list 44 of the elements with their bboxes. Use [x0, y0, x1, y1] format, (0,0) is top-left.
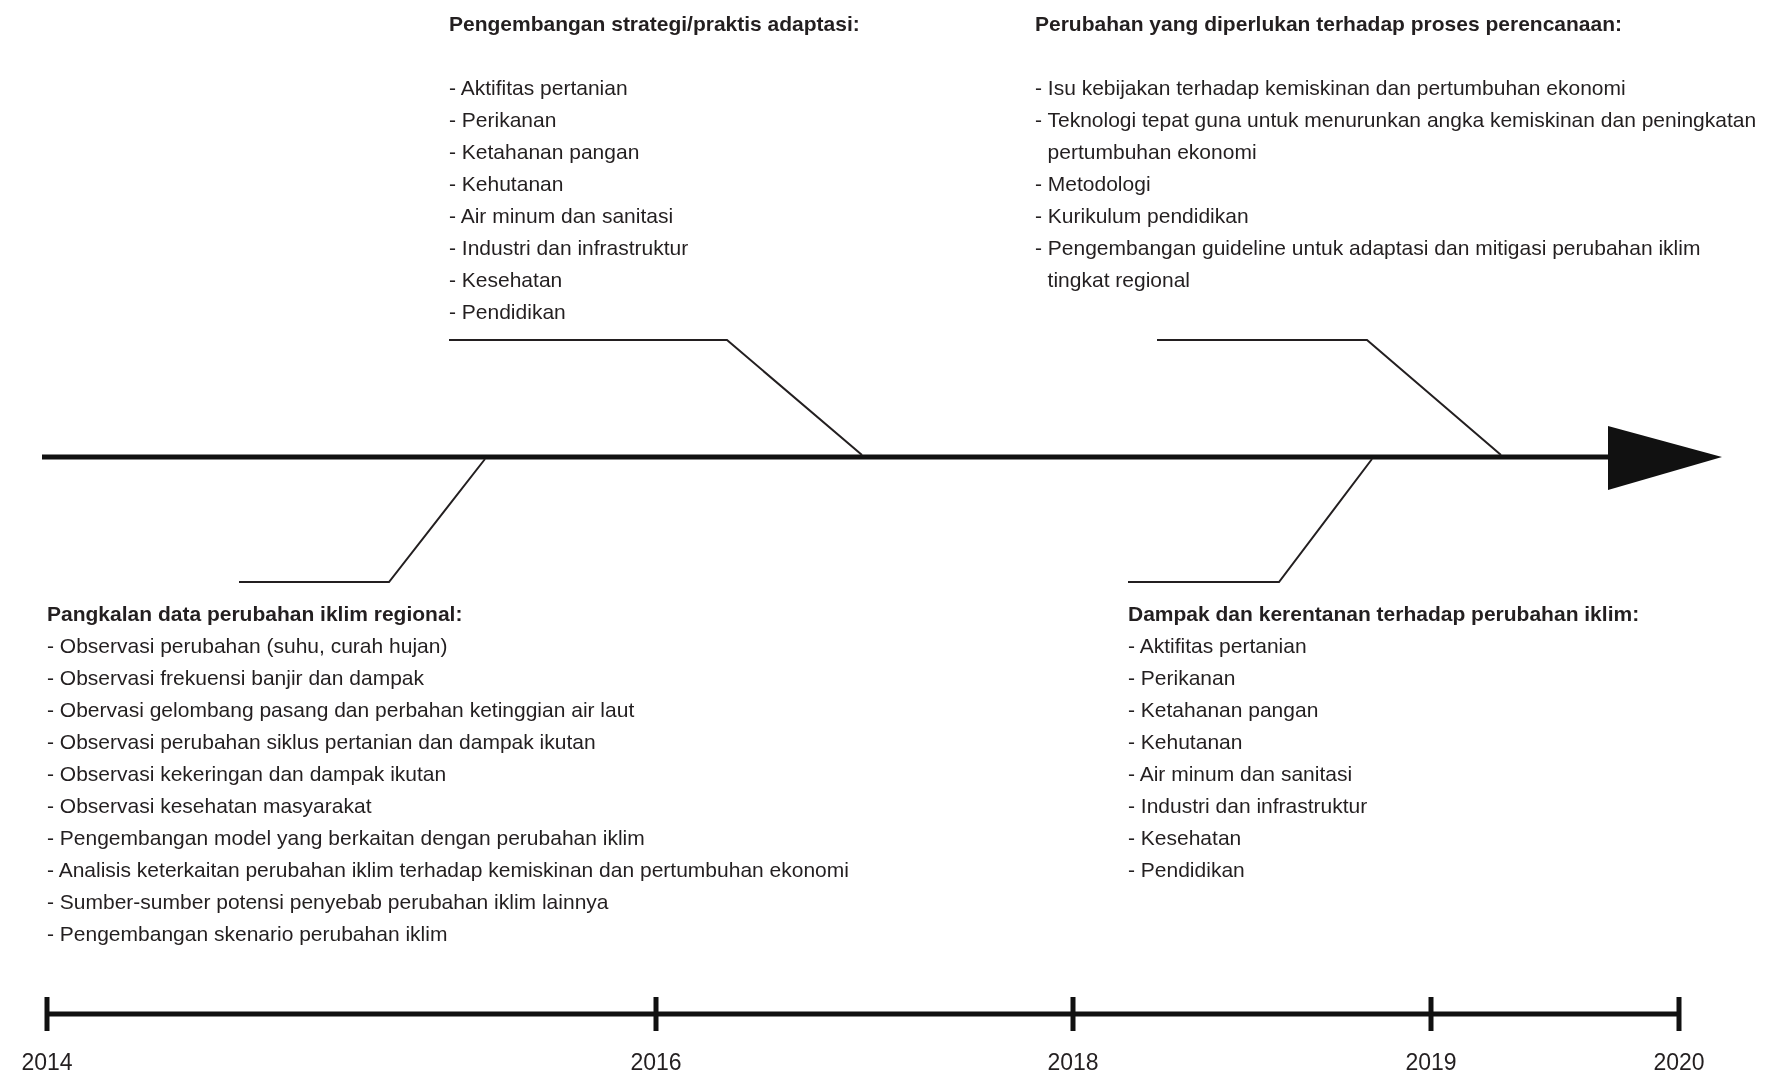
list-item: - Teknologi tepat guna untuk menurunkan angka kemiskinan dan peningkatan pertumbuhan ekonomi — [1035, 107, 1758, 165]
list-item: - Pengembangan model yang berkaitan dengan perubahan iklim — [47, 825, 646, 851]
list-item: - Observasi perubahan (suhu, curah hujan) — [47, 633, 449, 659]
leader-line — [448, 339, 863, 456]
list-item: - Air minum dan sanitasi — [1128, 761, 1354, 787]
list-item: - Pengembangan skenario perubahan iklim — [47, 921, 449, 947]
list-item: - Observasi kekeringan dan dampak ikutan — [47, 761, 448, 787]
list-item: - Aktifitas pertanian — [1128, 633, 1308, 659]
section-heading: Dampak dan kerentanan terhadap perubahan iklim: — [1128, 601, 1640, 627]
list-item: - Air minum dan sanitasi — [449, 203, 675, 229]
list-item: - Pendidikan — [449, 299, 567, 325]
section-heading: Pangkalan data perubahan iklim regional: — [47, 601, 463, 627]
list-item: - Perikanan — [449, 107, 558, 133]
list-item: - Observasi kesehatan masyarakat — [47, 793, 373, 819]
list-item: - Obervasi gelombang pasang dan perbahan ketinggian air laut — [47, 697, 636, 723]
year-label: 2020 — [1653, 1048, 1705, 1076]
list-item: - Pengembangan guideline untuk adaptasi dan mitigasi perubahan iklim tingkat regional — [1035, 235, 1702, 293]
year-label: 2018 — [1047, 1048, 1099, 1076]
leader-line — [1156, 339, 1502, 456]
list-item: - Observasi perubahan siklus pertanian dan dampak ikutan — [47, 729, 597, 755]
list-item: - Kurikulum pendidikan — [1035, 203, 1250, 229]
list-item: - Sumber-sumber potensi penyebab perubahan iklim lainnya — [47, 889, 610, 915]
list-item: - Pendidikan — [1128, 857, 1246, 883]
list-item: - Industri dan infrastruktur — [1128, 793, 1369, 819]
year-label: 2014 — [21, 1048, 73, 1076]
leader-line — [1127, 458, 1373, 583]
year-label: 2016 — [630, 1048, 682, 1076]
list-item: - Kehutanan — [1128, 729, 1244, 755]
list-item: - Ketahanan pangan — [1128, 697, 1320, 723]
section-heading: Pengembangan strategi/praktis adaptasi: — [449, 11, 860, 37]
leader-line — [238, 458, 486, 583]
list-item: - Kesehatan — [1128, 825, 1243, 851]
year-label: 2019 — [1405, 1048, 1457, 1076]
section-heading: Perubahan yang diperlukan terhadap proses perencanaan: — [1035, 11, 1622, 37]
list-item: - Metodologi — [1035, 171, 1152, 197]
list-item: - Industri dan infrastruktur — [449, 235, 690, 261]
list-item: - Isu kebijakan terhadap kemiskinan dan pertumbuhan ekonomi — [1035, 75, 1627, 101]
list-item: - Kesehatan — [449, 267, 564, 293]
list-item: - Perikanan — [1128, 665, 1237, 691]
list-item: - Kehutanan — [449, 171, 565, 197]
list-item: - Analisis keterkaitan perubahan iklim terhadap kemiskinan dan pertumbuhan ekonomi — [47, 857, 850, 883]
list-item: - Aktifitas pertanian — [449, 75, 629, 101]
list-item: - Observasi frekuensi banjir dan dampak — [47, 665, 425, 691]
list-item: - Ketahanan pangan — [449, 139, 641, 165]
